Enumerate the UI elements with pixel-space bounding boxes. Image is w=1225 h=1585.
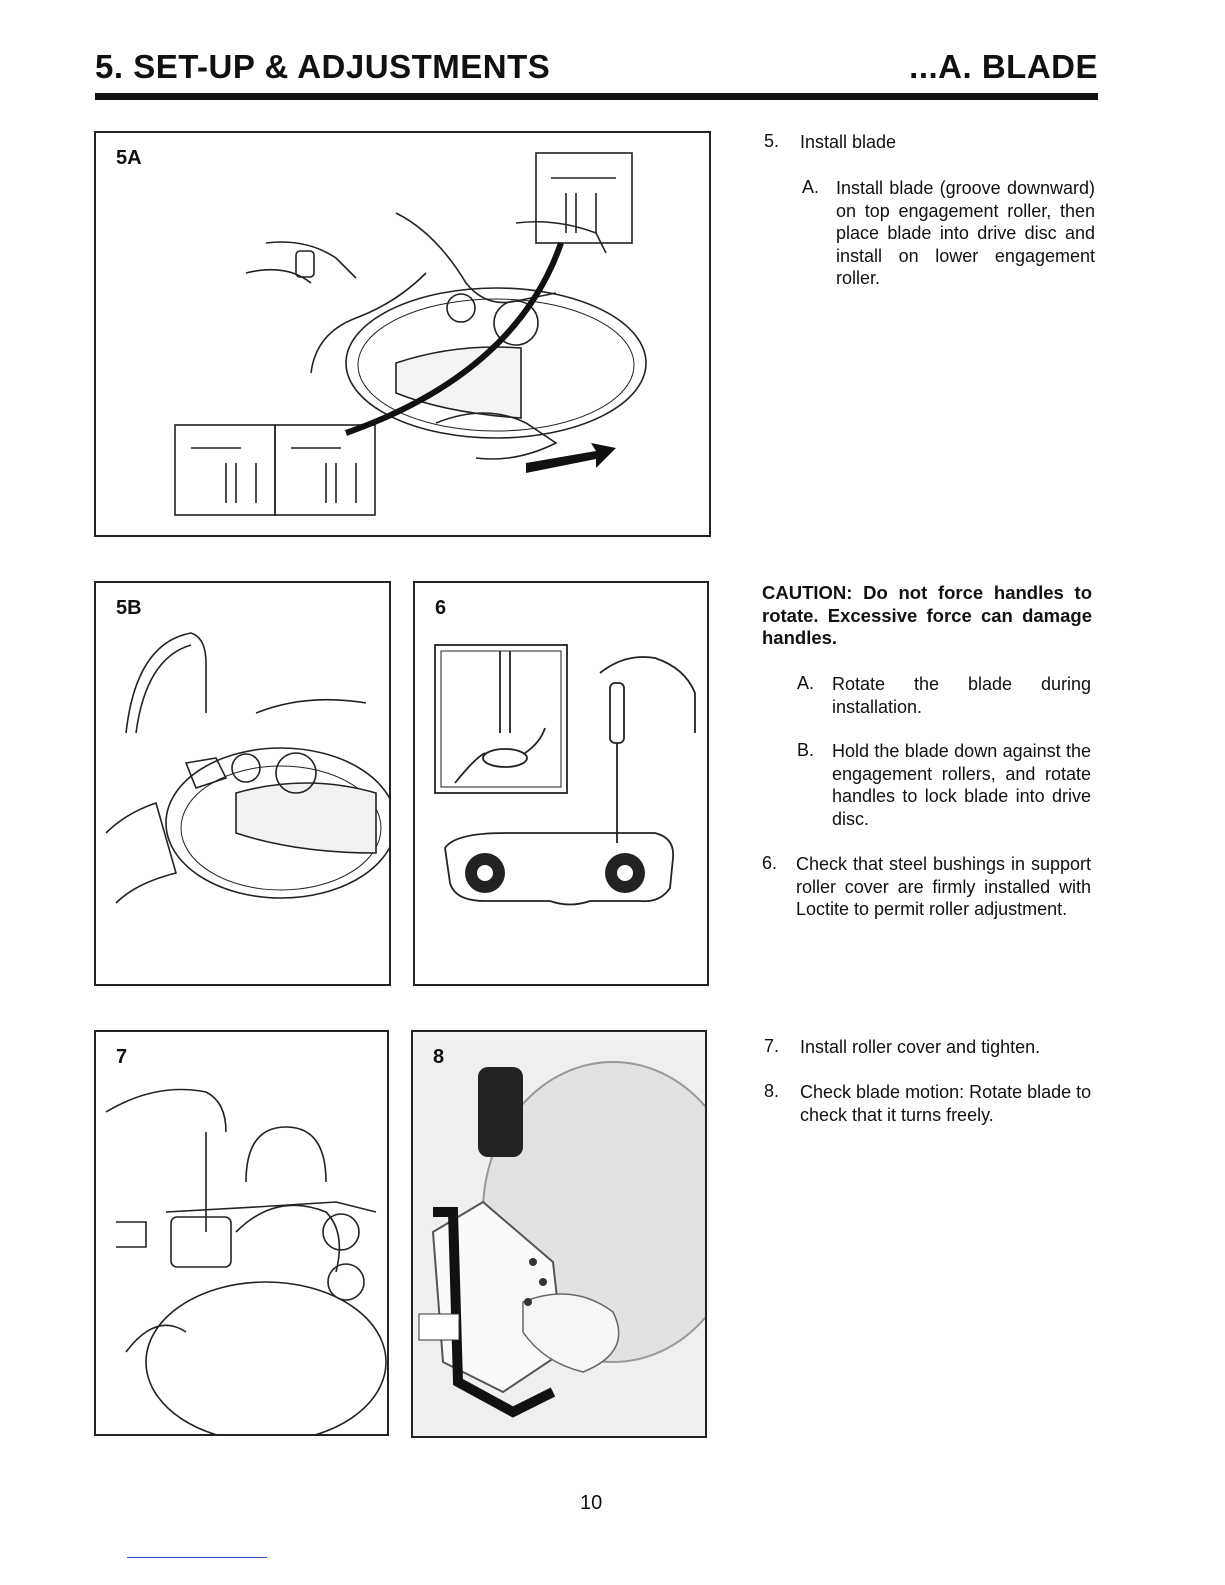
step-6-number: 6.	[762, 853, 778, 873]
figure-label: 5B	[116, 597, 142, 619]
header-rule	[95, 93, 1098, 100]
figure-5b: 5B	[94, 581, 391, 986]
figure-8: 8	[411, 1030, 707, 1438]
step-7-text: Install roller cover and tighten.	[800, 1037, 1041, 1057]
footer-line	[127, 1557, 267, 1558]
figure-5a-illustration	[174, 152, 647, 516]
figure-label: 8	[433, 1046, 445, 1068]
step-8-number: 8.	[764, 1081, 780, 1101]
figure-7: 7	[94, 1030, 389, 1436]
caution-b-text: Hold the blade down against the engageme…	[832, 741, 1091, 829]
figure-5a: 5A	[94, 131, 711, 537]
figure-5b-illustration	[105, 632, 389, 904]
figure-8-photo	[413, 1032, 705, 1436]
step-5-number: 5.	[764, 131, 780, 151]
step-5a-number: A.	[802, 177, 820, 197]
step-5-text: Install blade	[800, 132, 897, 152]
caution-note: CAUTION: Do not force handles to rotate.…	[762, 582, 1092, 648]
caution-a-number: A.	[797, 673, 815, 693]
figure-7-illustration	[105, 1088, 387, 1434]
step-5a-text: Install blade (groove downward) on top e…	[836, 178, 1095, 288]
section-title: 5. SET-UP & ADJUSTMENTS	[95, 48, 551, 85]
figure-label: 7	[116, 1046, 128, 1068]
subsection-title: ...A. BLADE	[909, 48, 1098, 85]
step-6-text: Check that steel bushings in support rol…	[796, 854, 1091, 919]
figure-6: 6	[413, 581, 709, 986]
figure-label: 6	[435, 597, 447, 619]
figure-6-illustration	[434, 644, 696, 906]
caution-b-number: B.	[797, 740, 815, 760]
figure-label: 5A	[116, 147, 142, 169]
caution-a-text: Rotate the blade during installation.	[832, 674, 1091, 717]
page-number: 10	[580, 1492, 603, 1514]
step-8-text: Check blade motion: Rotate blade to chec…	[800, 1082, 1092, 1125]
step-7-number: 7.	[764, 1036, 780, 1056]
